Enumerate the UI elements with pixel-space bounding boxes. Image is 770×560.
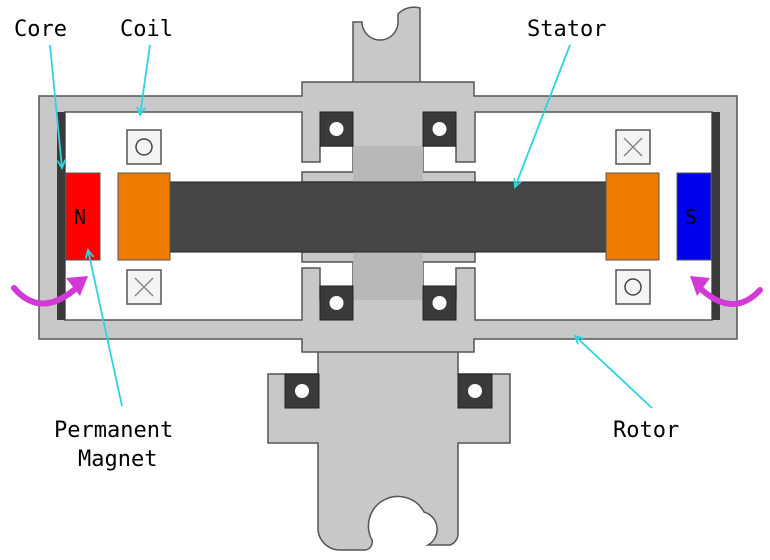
cross-icon: [615, 129, 651, 165]
circle-dot-icon: [126, 129, 162, 165]
coil-winding-right: [605, 172, 660, 261]
curved-arrow-icon: [690, 276, 763, 307]
core-strip-right: [712, 112, 720, 320]
bearing-icon: [319, 111, 354, 147]
bearing-icon: [457, 373, 493, 409]
core-pointer: [49, 44, 62, 168]
stator-bar: [169, 181, 607, 253]
rotor-pointer: [575, 336, 653, 409]
permanent-magnet-label-line1: Permanent: [54, 418, 173, 443]
coil-label: Coil: [120, 17, 173, 42]
permanent-magnet-pointer: [88, 250, 123, 407]
cross-icon: [126, 269, 162, 305]
curved-arrow-icon: [11, 276, 88, 307]
bearing-icon: [422, 111, 457, 147]
magnet-south: [676, 172, 712, 261]
core-label: Core: [14, 17, 67, 42]
bearing-icon: [319, 285, 354, 321]
bearing-icon: [422, 285, 457, 321]
permanent-magnet-label-line2: Magnet: [78, 447, 157, 472]
bearing-icon: [284, 373, 320, 409]
stator-label: Stator: [527, 17, 606, 42]
stator-pointer: [515, 44, 571, 187]
coil-winding-left: [117, 172, 171, 261]
bottom-support-housing: [267, 339, 511, 551]
magnet-north: [65, 172, 101, 261]
north-pole-label: N: [74, 205, 86, 229]
core-strip-left: [57, 112, 65, 320]
circle-dot-icon: [615, 269, 651, 305]
south-pole-label: S: [685, 205, 697, 229]
rotor-label: Rotor: [613, 418, 679, 443]
coil-pointer: [140, 44, 151, 115]
